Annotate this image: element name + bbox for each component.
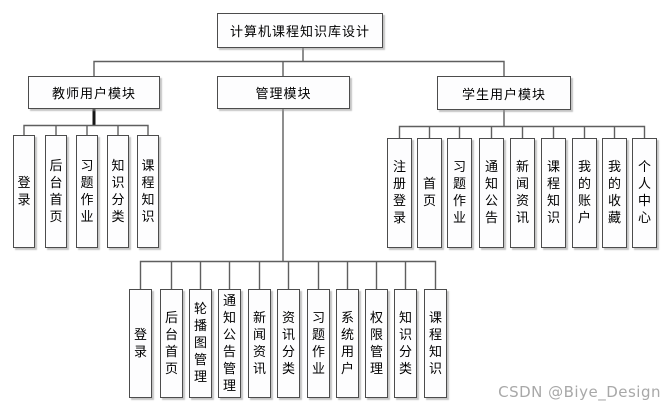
leaf-student-home: 首页 (417, 138, 442, 248)
leaf-admin-news-info: 新闻资讯 (248, 289, 271, 398)
leaf-admin-login: 登录 (129, 289, 152, 398)
leaf-teacher-login: 登录 (13, 135, 35, 248)
root-node: 计算机课程知识库设计 (217, 13, 383, 48)
module-node-admin: 管理模块 (217, 76, 350, 109)
leaf-admin-carousel-management: 轮播图管理 (189, 289, 212, 398)
leaf-teacher-knowledge-category: 知识分类 (107, 135, 129, 248)
leaf-student-my-account: 我的账户 (572, 138, 597, 248)
teacher-bus-line (23, 124, 149, 135)
watermark-text: CSDN @Biye_Design (498, 383, 661, 401)
leaf-admin-info-category: 资讯分类 (277, 289, 300, 398)
leaf-student-course-knowledge: 课程知识 (541, 138, 566, 248)
leaf-student-personal-center: 个人中心 (632, 138, 657, 248)
leaf-teacher-exercise-homework: 习题作业 (76, 135, 98, 248)
level1-bus-line (93, 60, 505, 76)
leaf-admin-notice-management: 通知公告管理 (218, 289, 241, 398)
module-node-teacher: 教师用户模块 (28, 76, 160, 109)
leaf-student-exercise-homework: 习题作业 (447, 138, 472, 248)
leaf-student-register-login: 注册登录 (387, 138, 412, 248)
leaf-student-news-info: 新闻资讯 (510, 138, 535, 248)
module-node-student: 学生用户模块 (437, 76, 571, 110)
leaf-student-notice-announcement: 通知公告 (479, 138, 504, 248)
leaf-teacher-backstage-home: 后台首页 (45, 135, 67, 248)
leaf-teacher-course-knowledge: 课程知识 (137, 135, 159, 248)
leaf-admin-exercise-homework: 习题作业 (307, 289, 330, 398)
leaf-admin-knowledge-category: 知识分类 (394, 289, 417, 398)
leaf-admin-system-user: 系统用户 (336, 289, 359, 398)
leaf-student-my-favorites: 我的收藏 (602, 138, 627, 248)
leaf-admin-permission-management: 权限管理 (365, 289, 388, 398)
leaf-admin-course-knowledge: 课程知识 (424, 289, 447, 398)
leaf-admin-backstage-home: 后台首页 (160, 289, 183, 398)
